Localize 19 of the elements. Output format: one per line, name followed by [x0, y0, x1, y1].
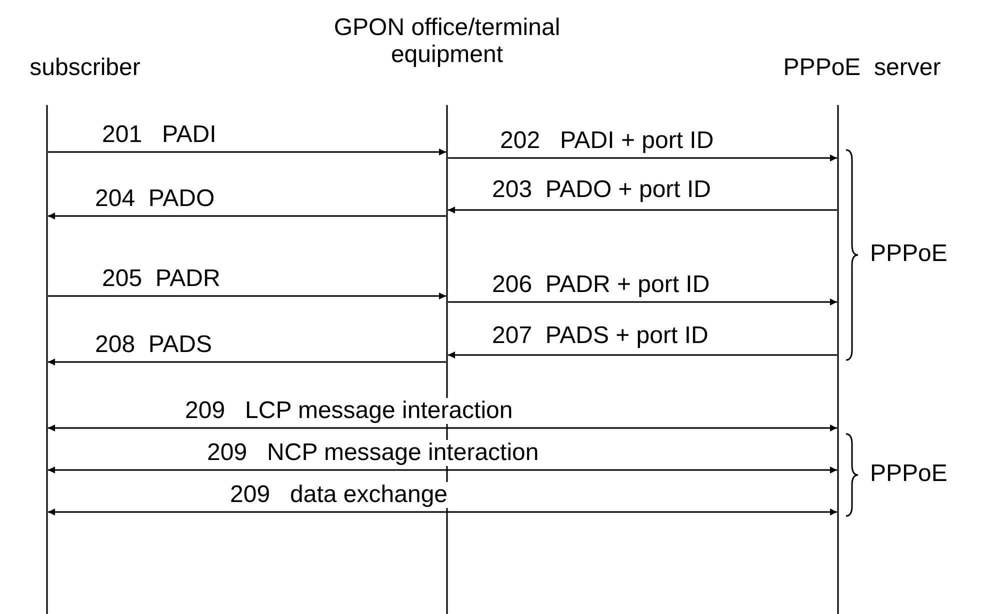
participant-label: subscriber: [28, 54, 142, 81]
message-arrow: [448, 206, 837, 214]
message-arrow: [48, 466, 837, 474]
message-label: 209 data exchange: [228, 482, 450, 508]
message-arrow: [448, 154, 837, 162]
message-label: 207 PADS + port ID: [490, 323, 710, 349]
message-arrow: [48, 508, 837, 516]
participant-label: GPON office/terminal equipment: [332, 14, 562, 68]
message-arrow: [48, 424, 837, 432]
message-label: 206 PADR + port ID: [490, 272, 712, 298]
message-arrow: [448, 298, 837, 306]
message-label: 203 PADO + port ID: [490, 177, 713, 203]
message-arrow: [48, 358, 446, 366]
message-arrow: [48, 212, 446, 220]
message-arrow: [448, 352, 837, 358]
message-arrow: [48, 292, 446, 300]
message-label: 202 PADI + port ID: [498, 128, 716, 154]
participant-label: PPPoE server: [782, 54, 942, 81]
message-arrow: [48, 148, 446, 156]
